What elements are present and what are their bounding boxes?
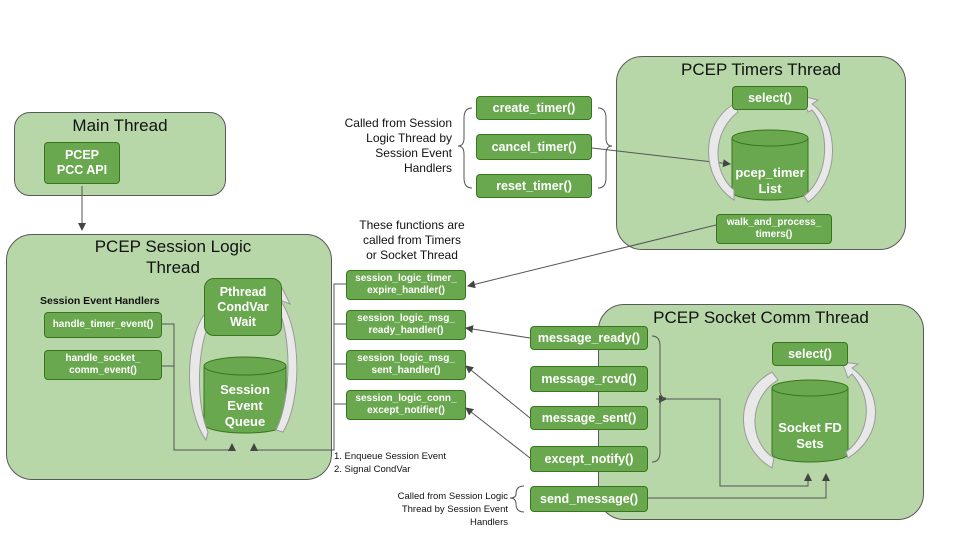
send-message-caller-note: Called from Session Logic Thread by Sess… [397,491,508,528]
session-logic-thread-title: PCEP Session Logic Thread [94,237,252,277]
handle-socket-comm-event-box: handle_socket_ comm_event() [44,350,162,380]
socket-fd-sets-label: Socket FD Sets [778,420,842,451]
enqueue-signal-steps-note: 1. Enqueue Session Event 2. Signal CondV… [334,451,446,475]
socket-comm-thread-title: PCEP Socket Comm Thread [653,308,869,327]
session-logic-conn-except-notifier-box: session_logic_conn_ except_notifier() [346,390,466,420]
pcep-timer-list-cylinder [731,129,809,201]
socket-select-box: select() [772,342,848,366]
cancel-timer-box: cancel_timer() [476,134,592,160]
session-event-queue-cylinder [203,356,287,434]
timers-select-box: select() [732,86,808,110]
send-message-box: send_message() [530,486,648,512]
logic-functions-caller-note: These functions are called from Timers o… [359,218,465,262]
pcep-timer-list-label: pcep_timer List [735,165,805,196]
session-event-queue-label: Session Event Queue [220,382,270,429]
main-thread-title: Main Thread [72,116,168,135]
timer-api-caller-note: Called from Session Logic Thread by Sess… [344,116,452,175]
timers-thread-title: PCEP Timers Thread [681,60,841,79]
walk-and-process-timers-box: walk_and_process_ timers() [716,214,832,244]
message-sent-box: message_sent() [530,406,648,430]
message-ready-box: message_ready() [530,326,648,350]
pcep-pcc-api-box: PCEP PCC API [44,142,120,184]
create-timer-box: create_timer() [476,96,592,120]
except-notify-box: except_notify() [530,446,648,472]
reset-timer-box: reset_timer() [476,174,592,198]
session-logic-msg-sent-handler-box: session_logic_msg_ sent_handler() [346,350,466,380]
message-rcvd-box: message_rcvd() [530,366,648,392]
handle-timer-event-box: handle_timer_event() [44,312,162,338]
session-logic-msg-ready-handler-box: session_logic_msg_ ready_handler() [346,310,466,340]
session-event-handlers-heading: Session Event Handlers [40,295,160,307]
session-logic-timer-expire-handler-box: session_logic_timer_ expire_handler() [346,270,466,300]
pthread-condvar-wait-box: Pthread CondVar Wait [204,278,282,336]
socket-fd-sets-cylinder [771,379,849,463]
